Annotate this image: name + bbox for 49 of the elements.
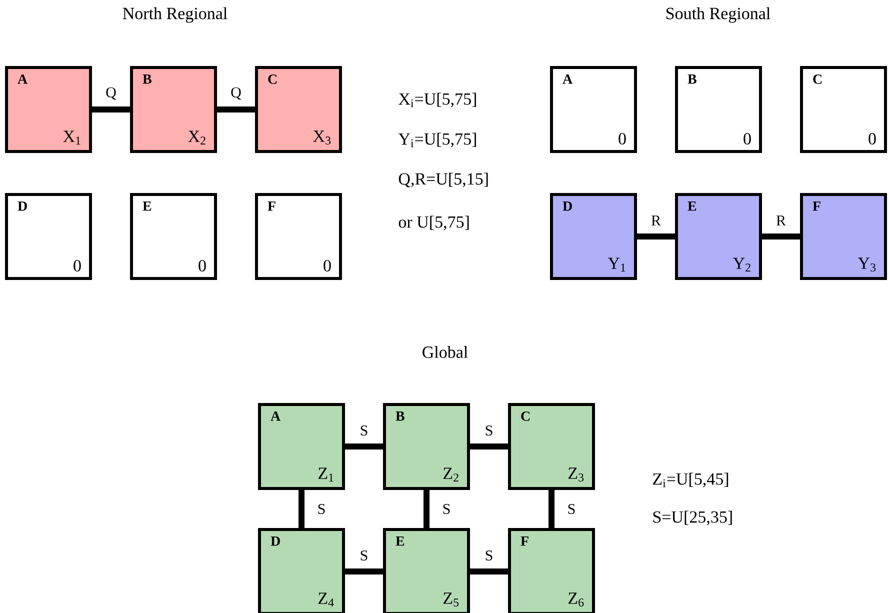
edge-label: R (776, 216, 786, 226)
formula-text: S=U[25,35] (653, 510, 732, 526)
formula-text: Q,R=U[5,15] (398, 172, 488, 188)
edge-label: S (318, 504, 325, 514)
square-box: E 0 (130, 193, 217, 280)
square-box: E Z$_{5}$ (383, 528, 470, 613)
edge-label: S (360, 550, 368, 561)
square-box: D Z$_{4}$ (258, 528, 345, 613)
square-box: A X$_{1}$ (5, 66, 92, 153)
square-box: B 0 (675, 66, 762, 153)
connector-line (345, 444, 383, 450)
square-box: F Z$_{6}$ (508, 528, 595, 613)
square-box: A 0 (550, 66, 637, 153)
connector-line (424, 490, 430, 528)
square-box: F 0 (255, 193, 342, 280)
edge-label: R (651, 216, 661, 226)
square-box: D 0 (5, 193, 92, 280)
square-box: C X$_{3}$ (255, 66, 342, 153)
edge-label: S (443, 504, 450, 514)
formula-text: or U[5,75] (398, 216, 469, 230)
square-box: B X$_{2}$ (130, 66, 217, 153)
square-box: D Y$_{1}$ (550, 193, 637, 280)
formula-text: X$_{i}$=U[5,75] (398, 92, 476, 108)
edge-label: S (486, 550, 492, 561)
connector-line (345, 568, 383, 574)
edge-label: S (568, 504, 575, 514)
connector-line (548, 490, 554, 528)
edge-label: Q (106, 87, 116, 100)
square-box: A Z$_{1}$ (258, 403, 345, 490)
section-heading: South Regional (666, 7, 770, 23)
section-heading: Global (422, 346, 468, 358)
formula-text: Y$_{i}$=U[5,75] (398, 132, 476, 148)
formula-text: Z$_{i}$=U[5,45] (653, 472, 728, 488)
square-box: E Y$_{2}$ (675, 193, 762, 280)
connector-line (217, 106, 255, 112)
connector-line (298, 490, 304, 528)
edge-label: S (486, 425, 492, 436)
connector-line (762, 234, 800, 240)
square-box: F Y$_{3}$ (800, 193, 887, 280)
square-box: C 0 (800, 66, 887, 153)
section-heading: North Regional (122, 7, 228, 23)
connector-line (470, 444, 508, 450)
connector-line (92, 106, 130, 112)
connector-line (637, 234, 675, 240)
square-box: B Z$_{2}$ (383, 403, 470, 490)
edge-label: S (360, 425, 368, 436)
edge-label: Q (231, 87, 242, 100)
connector-line (470, 568, 508, 574)
square-box: C Z$_{3}$ (508, 403, 595, 490)
